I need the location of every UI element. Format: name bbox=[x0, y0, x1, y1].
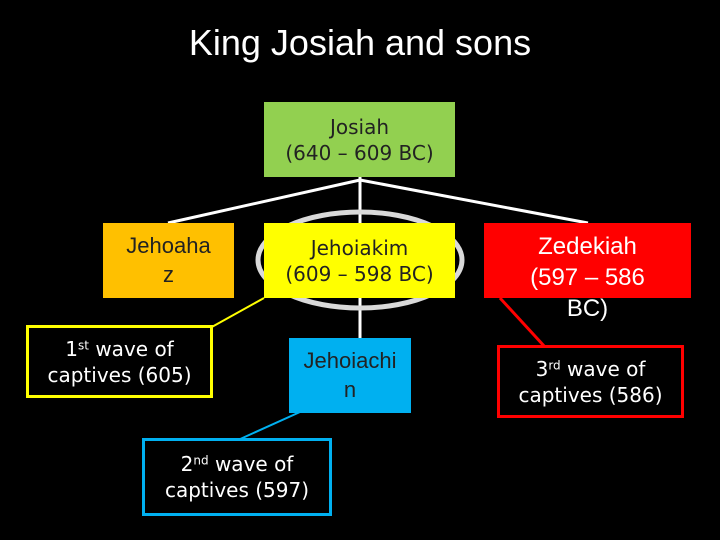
node-jehoiakim: Jehoiakim (609 – 598 BC) bbox=[264, 223, 455, 298]
wave-third-text: wave of bbox=[560, 356, 646, 381]
wave-first-suffix: st bbox=[78, 337, 89, 352]
highlight-ellipse bbox=[255, 209, 465, 311]
node-zedekiah-dates-2: BC) bbox=[566, 295, 609, 323]
wave-first-line2: captives (605) bbox=[47, 362, 192, 387]
wave-second-captives: 2nd wave of captives (597) bbox=[142, 438, 332, 516]
wave-second-ordinal: 2 bbox=[180, 452, 194, 476]
wave-first-captives: 1st wave of captives (605) bbox=[26, 325, 213, 398]
wave-first-ordinal: 1 bbox=[65, 336, 78, 361]
node-josiah: Josiah (640 – 609 BC) bbox=[264, 102, 455, 177]
wave-first-text: wave of bbox=[88, 336, 174, 361]
wave-first-line1: 1st wave of bbox=[47, 336, 191, 362]
node-zedekiah-name: Zedekiah bbox=[538, 233, 637, 260]
node-jehoiakim-dates: (609 – 598 BC) bbox=[285, 261, 434, 286]
node-jehoahaz-line1: Jehoaha bbox=[126, 232, 211, 258]
wave-third-line2: captives (586) bbox=[518, 382, 663, 407]
wave-third-line1: 3rd wave of bbox=[518, 356, 662, 382]
node-jehoiachin: Jehoiachi n bbox=[289, 338, 411, 413]
wave-second-text: wave of bbox=[208, 452, 294, 476]
node-jehoiakim-name: Jehoiakim bbox=[310, 235, 409, 260]
connector-josiah-to-jehoahaz bbox=[167, 178, 361, 225]
connector-jehoiachin-to-wave2 bbox=[237, 411, 301, 441]
node-josiah-dates: (640 – 609 BC) bbox=[285, 140, 434, 165]
node-jehoiachin-line2: n bbox=[343, 376, 357, 402]
wave-second-line1: 2nd wave of bbox=[165, 451, 309, 477]
node-jehoiachin-line1: Jehoiachi bbox=[303, 347, 397, 373]
wave-second-suffix: nd bbox=[193, 453, 209, 468]
node-zedekiah: Zedekiah (597 – 586 BC) bbox=[484, 223, 691, 322]
connector-zedekiah-to-wave3 bbox=[498, 296, 547, 349]
wave-third-ordinal: 3 bbox=[535, 356, 549, 381]
connector-jehoahaz-to-wave1 bbox=[209, 297, 265, 329]
node-zedekiah-dates-1: (597 – 586 bbox=[530, 264, 645, 292]
wave-third-suffix: rd bbox=[548, 357, 561, 372]
node-josiah-name: Josiah bbox=[329, 114, 390, 139]
node-jehoahaz-line2: z bbox=[162, 261, 174, 287]
node-jehoahaz: Jehoaha z bbox=[103, 223, 234, 298]
wave-second-line2: captives (597) bbox=[164, 478, 310, 502]
connector-josiah-to-zedekiah bbox=[359, 178, 589, 225]
slide-title: King Josiah and sons bbox=[188, 22, 532, 63]
wave-third-captives: 3rd wave of captives (586) bbox=[497, 345, 684, 418]
